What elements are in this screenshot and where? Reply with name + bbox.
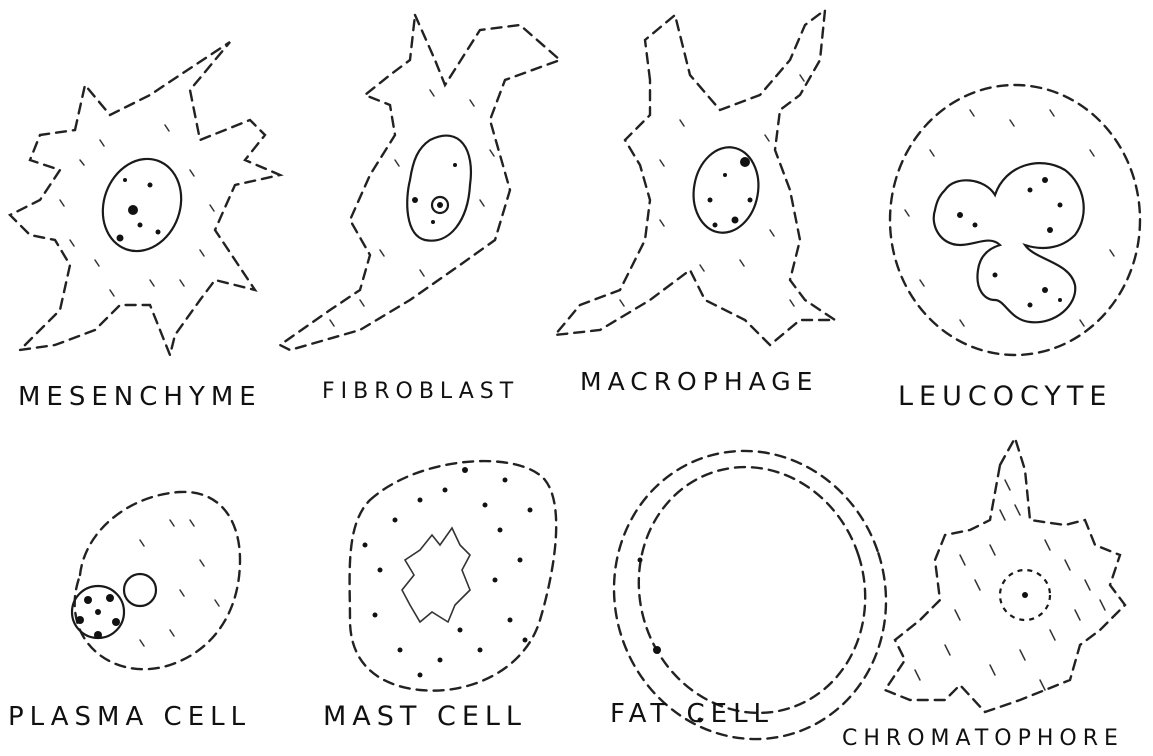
macrophage-nucleus	[687, 142, 765, 238]
mesenchyme-nucleus	[90, 148, 194, 262]
chromatophore-cell-drawing	[885, 438, 1125, 712]
leucocyte-label: LEUCOCYTE	[898, 381, 1112, 412]
fat-cell-label: FAT CELL	[610, 699, 774, 729]
fat-cell-inner-membrane	[607, 437, 897, 742]
leucocyte-membrane	[890, 85, 1140, 355]
fibroblast-nucleus	[407, 136, 471, 241]
mast-cell-label: MAST CELL	[323, 701, 527, 732]
mast-cell-drawing	[350, 461, 557, 691]
macrophage-label: MACROPHAGE	[580, 367, 818, 396]
plasma-cell-cytoplasm	[140, 520, 219, 646]
macrophage-cytoplasm	[620, 75, 804, 306]
plasma-cell-membrane	[75, 492, 240, 669]
fibroblast-label: FIBROBLAST	[322, 379, 519, 404]
mast-cell-nucleus	[402, 528, 470, 622]
plasma-cell-golgi	[124, 574, 156, 606]
plasma-cell-drawing	[72, 492, 240, 669]
macrophage-cell-drawing	[555, 10, 835, 345]
mesenchyme-cell-drawing	[10, 42, 280, 355]
mast-cell-granules	[363, 467, 533, 678]
fibroblast-membrane	[280, 15, 560, 350]
chromatophore-pigment-granules	[915, 480, 1105, 690]
mast-cell-membrane	[350, 461, 557, 691]
mesenchyme-label: MESENCHYME	[18, 382, 262, 412]
fat-cell-nucleus	[653, 646, 661, 654]
chromatophore-label: CHROMATOPHORE	[842, 726, 1124, 751]
leucocyte-cell-drawing	[890, 85, 1140, 355]
fibroblast-cell-drawing	[280, 15, 560, 350]
plasma-cell-label: PLASMA CELL	[8, 702, 251, 732]
chromatophore-membrane	[885, 438, 1125, 712]
mesenchyme-membrane	[10, 42, 280, 355]
